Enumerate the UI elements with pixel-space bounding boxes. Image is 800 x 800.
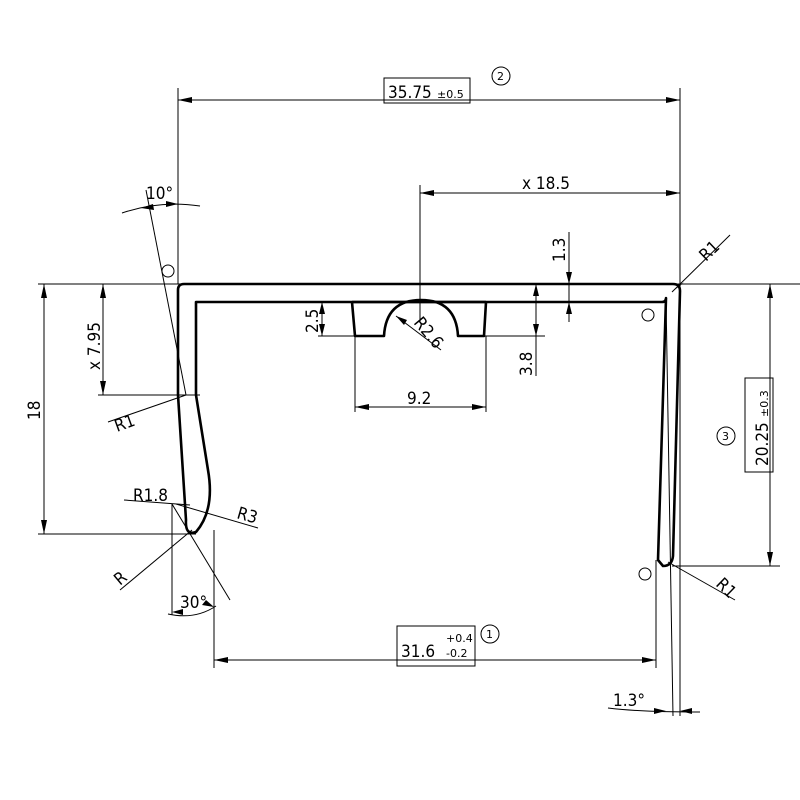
inner-width-tol-lower: -0.2 <box>446 647 467 660</box>
right-angle-label: 1.3° <box>613 691 645 711</box>
inner-width-box <box>396 625 476 667</box>
left-height-label: 18 <box>25 401 45 420</box>
notch-offset-label: x 18.5 <box>522 174 570 194</box>
balloon-1 <box>480 624 500 644</box>
right-height-value: 20.25 <box>753 422 773 466</box>
radius-tip-inner-label: R3 <box>235 504 260 529</box>
notch-width-label: 9.2 <box>407 389 431 409</box>
bottom-angle-label: 30° <box>180 593 207 613</box>
balloon-2 <box>491 66 511 86</box>
right-height-tol: ±0.3 <box>758 390 771 417</box>
left-angle-label: 10° <box>146 184 173 204</box>
inner-width-tol-upper: +0.4 <box>446 632 473 645</box>
balloon-2-label: 2 <box>497 70 504 83</box>
notch-contour <box>350 298 488 338</box>
wall-thickness-label: 1.3 <box>550 238 570 262</box>
overall-width-value: 35.75 <box>388 83 432 103</box>
dimension-lines <box>38 88 800 717</box>
balloon-3-label: 3 <box>722 430 729 443</box>
overall-width-box <box>383 77 471 104</box>
datum-circle-top-right <box>641 308 655 322</box>
datum-circle-left <box>161 264 175 278</box>
dimension-labels: 35.75 ±0.5 2 x 18.5 1.3 18 x 7.95 2.5 3.… <box>25 70 773 711</box>
left-offset-label: x 7.95 <box>85 322 105 370</box>
notch-floor-label: 3.8 <box>517 352 537 376</box>
balloon-1-label: 1 <box>486 628 493 641</box>
notch-radius-label: R2.6 <box>409 313 447 353</box>
inner-width-value: 31.6 <box>401 642 435 662</box>
radius-tip-outer-label: R1.8 <box>133 486 168 506</box>
right-height-box <box>744 377 774 473</box>
notch-depth-label: 2.5 <box>303 309 323 333</box>
datum-circle-bottom-right <box>638 567 652 581</box>
radius-tip-label: R <box>110 567 131 589</box>
profile-outline <box>161 264 682 581</box>
radius-bottom-right-label: R1 <box>712 574 741 603</box>
balloon-3 <box>716 426 736 446</box>
radius-left-bend-label: R1 <box>112 411 138 437</box>
tolerance-boxes <box>383 66 774 667</box>
radius-top-right-label: R1 <box>696 237 725 266</box>
overall-width-tol: ±0.5 <box>437 88 464 101</box>
